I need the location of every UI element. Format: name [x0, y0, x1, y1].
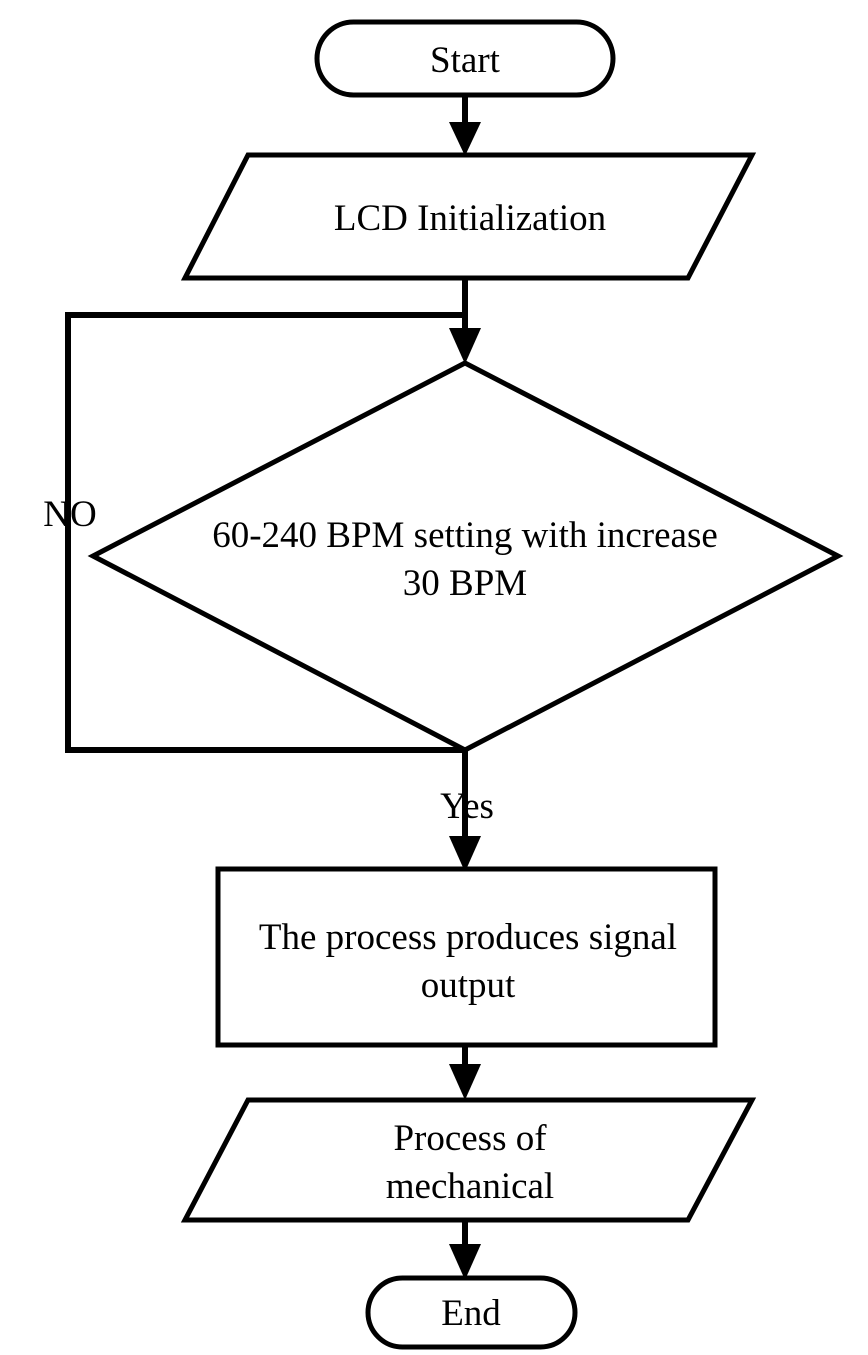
- edge-lcd-to-decision: [449, 278, 481, 364]
- lcd-initialization-label: LCD Initialization: [334, 198, 606, 239]
- lcd-initialization-shape: [180, 152, 757, 281]
- edge-no-feedback-loop: [65, 312, 465, 753]
- signal-output-label-line2: output: [421, 965, 516, 1006]
- end-shape: [365, 1275, 578, 1350]
- edge-label-no: NO: [43, 494, 96, 535]
- edge-decision-to-signal: [449, 750, 481, 872]
- node-lcd-initialization[interactable]: LCD Initialization: [180, 152, 757, 281]
- arrowhead-icon: [449, 328, 481, 364]
- arrowhead-icon: [449, 1244, 481, 1280]
- edge-mechanical-to-end: [449, 1220, 481, 1280]
- edge-line: [65, 312, 465, 753]
- bpm-decision-label-line2: 30 BPM: [403, 563, 527, 604]
- signal-output-label-line1: The process produces signal: [259, 917, 677, 958]
- arrowhead-icon: [449, 122, 481, 156]
- arrowhead-icon: [449, 836, 481, 872]
- edge-label-yes: Yes: [440, 786, 494, 827]
- arrowhead-icon: [449, 1064, 481, 1100]
- start-label: Start: [430, 40, 501, 81]
- end-label: End: [441, 1293, 501, 1334]
- edge-start-to-lcd: [449, 95, 481, 156]
- node-start[interactable]: Start: [314, 19, 616, 98]
- bpm-decision-shape: [87, 360, 844, 753]
- node-bpm-decision[interactable]: 60-240 BPM setting with increase 30 BPM: [87, 360, 844, 753]
- signal-output-shape: [215, 866, 718, 1048]
- process-of-mechanical-label-line1: Process of: [393, 1118, 547, 1159]
- edge-signal-to-mechanical: [449, 1045, 481, 1100]
- node-end[interactable]: End: [365, 1275, 578, 1350]
- start-shape: [314, 19, 616, 98]
- node-process-of-mechanical[interactable]: Process of mechanical: [180, 1097, 757, 1223]
- process-of-mechanical-label-line2: mechanical: [386, 1166, 554, 1207]
- node-signal-output[interactable]: The process produces signal output: [215, 866, 718, 1048]
- bpm-decision-label-line1: 60-240 BPM setting with increase: [212, 515, 718, 556]
- process-of-mechanical-shape: [180, 1097, 757, 1223]
